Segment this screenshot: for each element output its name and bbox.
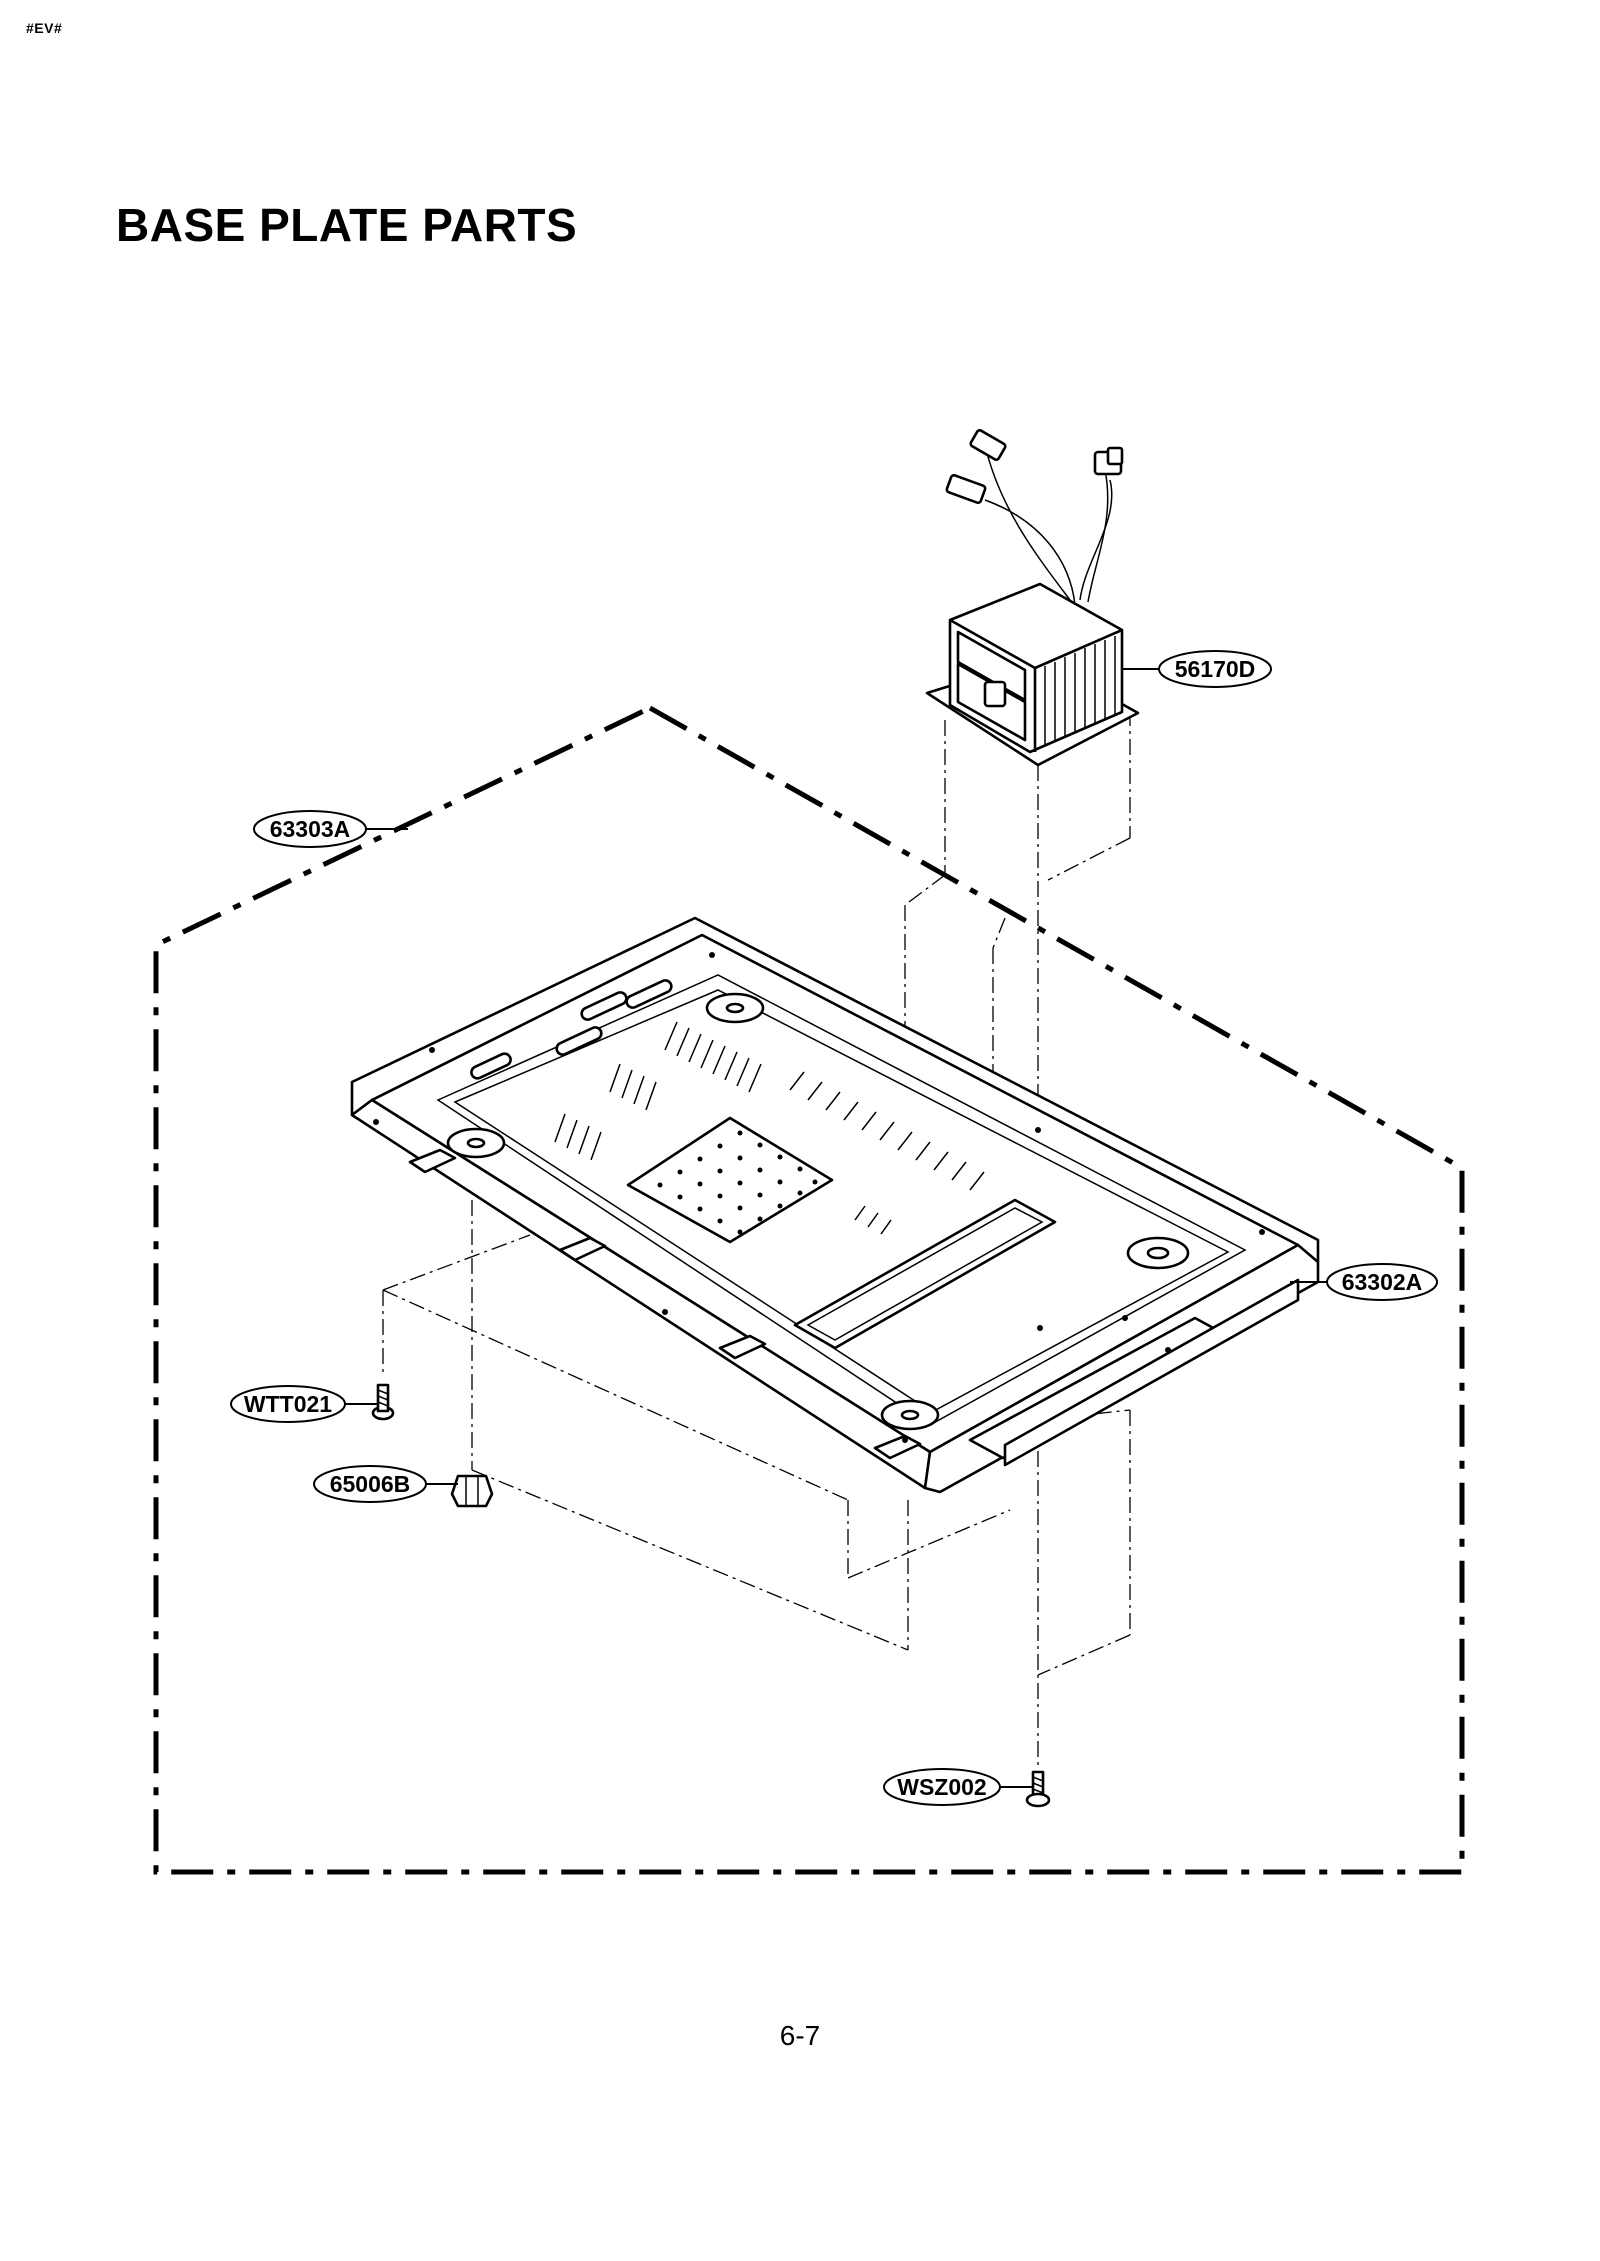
leader-lines bbox=[345, 668, 1328, 1788]
callout-63303a: 63303A bbox=[253, 810, 367, 848]
page-title: BASE PLATE PARTS bbox=[116, 199, 578, 251]
callout-63302a: 63302A bbox=[1326, 1263, 1438, 1301]
callout-wsz002: WSZ002 bbox=[883, 1768, 1001, 1806]
perforated-grid bbox=[626, 1116, 834, 1244]
callout-label: WSZ002 bbox=[897, 1774, 986, 1800]
callout-label: 65006B bbox=[330, 1471, 411, 1497]
assembly-boundary bbox=[153, 705, 1465, 1875]
callout-56170d: 56170D bbox=[1158, 650, 1272, 688]
louvre-vents bbox=[554, 1021, 985, 1235]
callout-label: 63302A bbox=[1342, 1269, 1423, 1295]
callout-65006b: 65006B bbox=[313, 1465, 427, 1503]
transformer bbox=[925, 429, 1140, 767]
vent-slots-left bbox=[470, 979, 673, 1080]
callout-label: 63303A bbox=[270, 816, 351, 842]
base-plate bbox=[350, 916, 1320, 1494]
foot-65006b bbox=[450, 1474, 494, 1508]
document-code: #EV# bbox=[26, 20, 63, 36]
callout-label: 56170D bbox=[1175, 656, 1256, 682]
screw-wsz002 bbox=[1025, 1770, 1051, 1808]
callout-wtt021: WTT021 bbox=[230, 1385, 346, 1423]
screw-wtt021 bbox=[371, 1383, 395, 1421]
page-number: 6-7 bbox=[779, 2020, 821, 2051]
callout-label: WTT021 bbox=[244, 1391, 332, 1417]
